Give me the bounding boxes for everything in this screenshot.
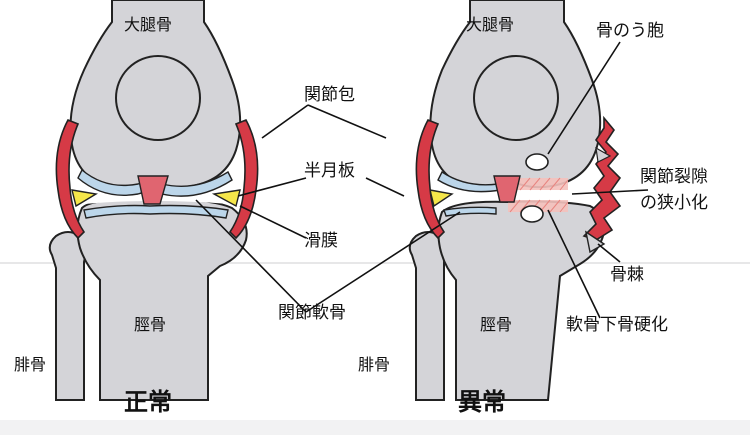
background-artifacts bbox=[0, 262, 750, 435]
narrowing-label-line1: 関節裂隙 bbox=[640, 167, 708, 187]
meniscus-label: 半月板 bbox=[304, 161, 355, 181]
abnormal-fibula bbox=[408, 231, 447, 401]
normal-caption: 正常 bbox=[124, 388, 172, 416]
capsule-label: 関節包 bbox=[304, 85, 355, 105]
abnormal-fibula-label: 腓骨 bbox=[358, 355, 390, 374]
abnormal-caption: 異常 bbox=[458, 388, 506, 416]
abnormal-osteophyte bbox=[584, 230, 606, 254]
normal-tibia-cartilage bbox=[83, 204, 229, 219]
cartilage-label: 関節軟骨 bbox=[278, 303, 346, 323]
abnormal-capsule-left bbox=[415, 118, 446, 240]
abnormal-cyst-upper bbox=[525, 153, 549, 171]
leader-lines bbox=[195, 41, 649, 319]
abnormal-femur-label: 大腿骨 bbox=[466, 15, 514, 34]
normal-capsule-left bbox=[55, 118, 86, 240]
normal-meniscus-right bbox=[211, 189, 241, 208]
osteophyte-label: 骨棘 bbox=[610, 265, 644, 285]
abnormal-cyst-lower bbox=[520, 205, 544, 223]
normal-patella bbox=[115, 55, 201, 141]
normal-knee bbox=[48, 0, 259, 401]
normal-capsule-right bbox=[228, 118, 259, 240]
abnormal-osteophyte-upper bbox=[595, 146, 612, 163]
abnormal-knee bbox=[408, 0, 622, 401]
abnormal-joint-space bbox=[443, 192, 601, 202]
normal-femur-label: 大腿骨 bbox=[124, 15, 172, 34]
abnormal-meniscus-left bbox=[429, 189, 454, 208]
abnormal-ligament bbox=[493, 175, 521, 203]
abnormal-tibia-label: 脛骨 bbox=[480, 315, 512, 334]
normal-tibia bbox=[76, 198, 248, 401]
normal-fibula-label: 腓骨 bbox=[14, 355, 46, 374]
normal-ligament bbox=[137, 175, 169, 205]
narrowing-label-line2: の狭小化 bbox=[640, 193, 708, 213]
sclerosis-label: 軟骨下骨硬化 bbox=[566, 315, 668, 335]
cyst-label: 骨のう胞 bbox=[596, 21, 664, 41]
abnormal-tibia bbox=[437, 200, 606, 401]
normal-tibia-label: 脛骨 bbox=[134, 315, 166, 334]
abnormal-patella bbox=[473, 55, 559, 141]
normal-meniscus-left bbox=[71, 189, 98, 208]
synovium-label: 滑膜 bbox=[304, 231, 338, 251]
normal-fibula bbox=[48, 231, 87, 401]
